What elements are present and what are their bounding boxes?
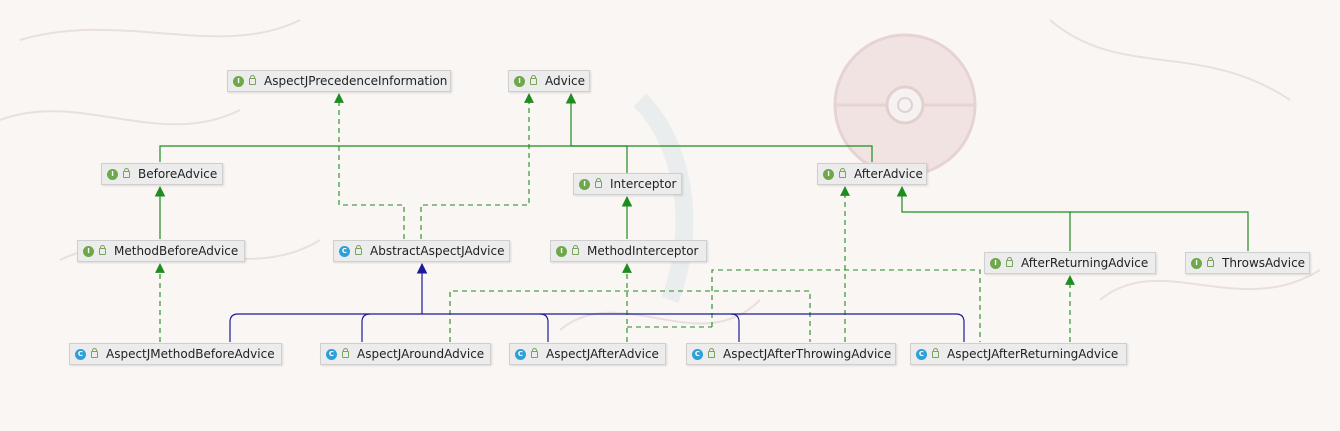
interface-icon: I	[556, 245, 567, 257]
edge-before-advice-extends-advice	[159, 92, 577, 162]
node-label: AspectJPrecedenceInformation	[264, 74, 448, 88]
lock-icon	[530, 74, 537, 85]
interface-icon: I	[990, 257, 1001, 269]
node-label: AfterAdvice	[854, 167, 923, 181]
node-aspectj-after-advice[interactable]: C AspectJAfterAdvice	[509, 343, 666, 365]
class-icon: C	[326, 348, 337, 360]
node-label: AspectJMethodBeforeAdvice	[106, 347, 275, 361]
node-label: ThrowsAdvice	[1222, 256, 1306, 270]
lock-icon	[595, 177, 602, 188]
edge-throws-advice-extends-after-advice	[1070, 211, 1249, 251]
node-after-advice[interactable]: I AfterAdvice	[817, 163, 927, 185]
interface-icon: I	[579, 178, 590, 190]
node-label: MethodBeforeAdvice	[114, 244, 239, 258]
node-aspectj-around-advice[interactable]: C AspectJAroundAdvice	[320, 343, 491, 365]
node-label: AspectJAfterThrowingAdvice	[723, 347, 892, 361]
interface-icon: I	[1191, 257, 1202, 269]
node-aspectj-method-before-advice[interactable]: C AspectJMethodBeforeAdvice	[69, 343, 282, 365]
class-icon: C	[515, 348, 526, 360]
edge-after-returning-advice-extends-after-advice	[896, 185, 1071, 251]
lock-icon	[839, 167, 846, 178]
node-aspectj-after-throwing-advice[interactable]: C AspectJAfterThrowingAdvice	[686, 343, 896, 365]
lock-icon	[572, 244, 579, 255]
edge-subclasses-extend-abstract-aspectj-advice	[229, 262, 965, 342]
class-icon: C	[692, 348, 703, 360]
edge-after-throwing-implements-after-advice	[627, 186, 981, 342]
interface-icon: I	[823, 168, 834, 180]
interface-icon: I	[233, 75, 244, 87]
lock-icon	[91, 347, 98, 358]
node-label: AspectJAfterAdvice	[546, 347, 659, 361]
lock-icon	[1207, 256, 1214, 267]
edge-interceptor-extends-advice	[571, 145, 628, 173]
lock-icon	[342, 347, 349, 358]
edge-abstract-implements-advice	[420, 93, 534, 239]
node-advice[interactable]: I Advice	[508, 70, 590, 92]
class-icon: C	[75, 348, 86, 360]
edge-around-implements-method-interceptor	[449, 290, 811, 342]
node-label: AspectJAfterReturningAdvice	[947, 347, 1119, 361]
node-label: AfterReturningAdvice	[1021, 256, 1149, 270]
edge-abstract-implements-precedence-info	[334, 93, 405, 239]
node-interceptor[interactable]: I Interceptor	[573, 173, 682, 195]
node-label: MethodInterceptor	[587, 244, 699, 258]
lock-icon	[123, 167, 130, 178]
lock-icon	[708, 347, 715, 358]
node-before-advice[interactable]: I BeforeAdvice	[101, 163, 223, 185]
lock-icon	[531, 347, 538, 358]
node-label: Interceptor	[610, 177, 677, 191]
interface-icon: I	[514, 75, 525, 87]
node-label: Advice	[545, 74, 586, 88]
node-label: AspectJAroundAdvice	[357, 347, 485, 361]
edge-after-advice-extends-advice	[571, 145, 873, 162]
node-label: BeforeAdvice	[138, 167, 218, 181]
interface-icon: I	[83, 245, 94, 257]
node-method-interceptor[interactable]: I MethodInterceptor	[550, 240, 707, 262]
class-icon: C	[916, 348, 927, 360]
lock-icon	[249, 74, 256, 85]
lock-icon	[932, 347, 939, 358]
lock-icon	[1006, 256, 1013, 267]
node-after-returning-advice[interactable]: I AfterReturningAdvice	[984, 252, 1156, 274]
node-throws-advice[interactable]: I ThrowsAdvice	[1185, 252, 1310, 274]
node-aspectj-after-returning-advice[interactable]: C AspectJAfterReturningAdvice	[910, 343, 1127, 365]
class-icon: C	[339, 245, 350, 257]
node-label: AbstractAspectJAdvice	[370, 244, 505, 258]
interface-icon: I	[107, 168, 118, 180]
lock-icon	[355, 244, 362, 255]
node-aspectj-precedence-information[interactable]: I AspectJPrecedenceInformation	[227, 70, 451, 92]
node-method-before-advice[interactable]: I MethodBeforeAdvice	[77, 240, 245, 262]
lock-icon	[99, 244, 106, 255]
node-abstract-aspectj-advice[interactable]: C AbstractAspectJAdvice	[333, 240, 510, 262]
